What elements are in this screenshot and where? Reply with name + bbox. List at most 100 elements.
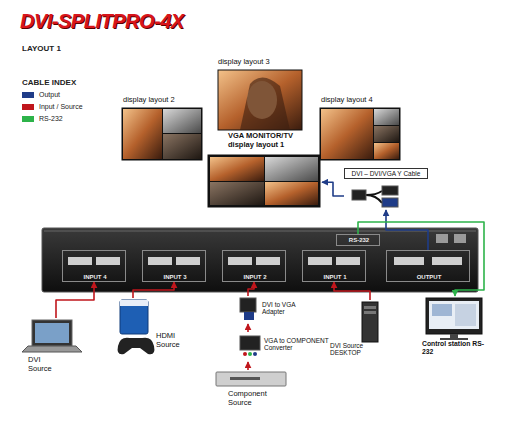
window-shape <box>432 304 452 316</box>
screen-image <box>123 109 162 159</box>
node-label: DVI to VGA Adapter <box>262 301 312 316</box>
legend-swatch <box>22 116 34 122</box>
dvi-connector <box>68 257 92 265</box>
node-label: DVI – DVI/VGA Y Cable <box>344 168 428 179</box>
hdmi-source: HDMI Source <box>112 298 196 360</box>
dvd-player <box>216 372 286 386</box>
node-label: RS-232 <box>337 237 381 243</box>
component-converter: VGA to COMPONENT Converter <box>236 332 332 362</box>
laptop-screen <box>32 320 72 346</box>
monitor-bezel <box>208 155 320 207</box>
cable-plug <box>382 186 398 195</box>
screen-image <box>210 157 264 181</box>
network-jack <box>454 234 466 243</box>
monitor-stand <box>450 334 458 338</box>
cable-line <box>247 324 249 332</box>
dvi-connector <box>96 257 120 265</box>
node-label: HDMI Source <box>156 332 190 349</box>
dvi-connector <box>228 257 252 265</box>
screen-image <box>374 109 399 125</box>
dvi-connector <box>256 257 280 265</box>
adapter-icon <box>240 298 256 312</box>
input-port: INPUT 2 <box>222 250 286 282</box>
node-label: Component Source <box>228 390 282 407</box>
node-label: display layout 2 <box>123 96 203 105</box>
window-shape <box>455 304 476 326</box>
control-station: Control station RS-232 <box>418 296 492 362</box>
input-port: INPUT 3 <box>142 250 206 282</box>
node-label: DVI Source <box>28 356 58 373</box>
input-port: INPUT 4 <box>62 250 126 282</box>
node-label: INPUT 4 <box>63 274 127 280</box>
gamepad-icon <box>118 338 155 355</box>
dvd-source: Component Source <box>214 370 288 418</box>
desktop-source: DVI Source DESKTOP <box>330 300 386 360</box>
text-label: LAYOUT 1 <box>22 44 61 53</box>
screen-image <box>374 143 399 159</box>
drive-slot <box>364 306 376 309</box>
cable-line <box>248 282 254 296</box>
node-label: INPUT 1 <box>303 274 367 280</box>
input-port: INPUT 1 <box>302 250 366 282</box>
y-cable: DVI – DVI/VGA Y Cable <box>344 168 428 210</box>
cable-plug <box>352 190 366 200</box>
rca-plug <box>248 352 252 356</box>
legend-text: Output <box>39 90 60 100</box>
legend-swatch <box>22 104 34 110</box>
diagram-title: DVI-SPLITPRO-4X <box>20 10 184 33</box>
dvi-connector <box>308 257 332 265</box>
laptop-display <box>35 323 69 343</box>
network-jack <box>436 234 448 243</box>
cable-plug <box>382 198 398 207</box>
rca-plug <box>243 352 247 356</box>
output-port: OUTPUT <box>386 250 470 282</box>
vga-adapter: DVI to VGA Adapter <box>236 296 316 324</box>
dvi-connector <box>176 257 200 265</box>
dvi-connector <box>394 257 424 265</box>
screen-image <box>163 134 201 159</box>
node-label: Control station RS-232 <box>422 340 490 356</box>
station-monitor <box>426 298 482 334</box>
screen-frame <box>122 108 202 160</box>
station-screen <box>429 301 479 329</box>
node-label: INPUT 2 <box>223 274 287 280</box>
display-screen: display layout 4 <box>318 96 402 160</box>
screen-image <box>374 126 399 142</box>
rca-plug <box>253 352 257 356</box>
cable-wire <box>366 191 382 203</box>
disc-slot <box>230 377 260 380</box>
node-label: display layout 4 <box>321 96 401 105</box>
screen-image <box>218 70 302 130</box>
node-label: OUTPUT <box>387 274 471 280</box>
legend-text: Input / Source <box>39 102 83 112</box>
screen-frame <box>320 108 400 160</box>
cable-line <box>334 282 370 300</box>
laptop-source: DVI Source <box>24 318 88 380</box>
screen-image <box>265 182 318 205</box>
converter-icon <box>240 336 260 350</box>
dvi-connector <box>336 257 360 265</box>
rs232-port: RS-232 <box>336 234 380 246</box>
dvi-connector <box>432 257 462 265</box>
node-label: display layout 3 <box>218 58 302 67</box>
node-label: INPUT 3 <box>143 274 207 280</box>
dvi-connector <box>148 257 172 265</box>
legend-text: RS-232 <box>39 114 63 124</box>
cable-line <box>133 282 174 298</box>
cable-line <box>322 182 344 196</box>
text-label: CABLE INDEX <box>22 78 76 87</box>
monitor-stand <box>440 338 468 340</box>
display-screen: display layout 3 <box>216 58 304 132</box>
adapter-plug <box>244 312 254 320</box>
cable-line <box>386 210 428 250</box>
cable-line <box>247 362 249 370</box>
bluray-band <box>120 300 148 306</box>
display-screen: display layout 2 <box>120 96 204 160</box>
vga-monitor: VGA MONITOR/TV display layout 1 <box>206 132 322 208</box>
node-label: VGA to COMPONENT Converter <box>264 337 330 352</box>
screen-image <box>210 182 264 205</box>
screen-image <box>265 157 318 181</box>
legend-swatch <box>22 92 34 98</box>
